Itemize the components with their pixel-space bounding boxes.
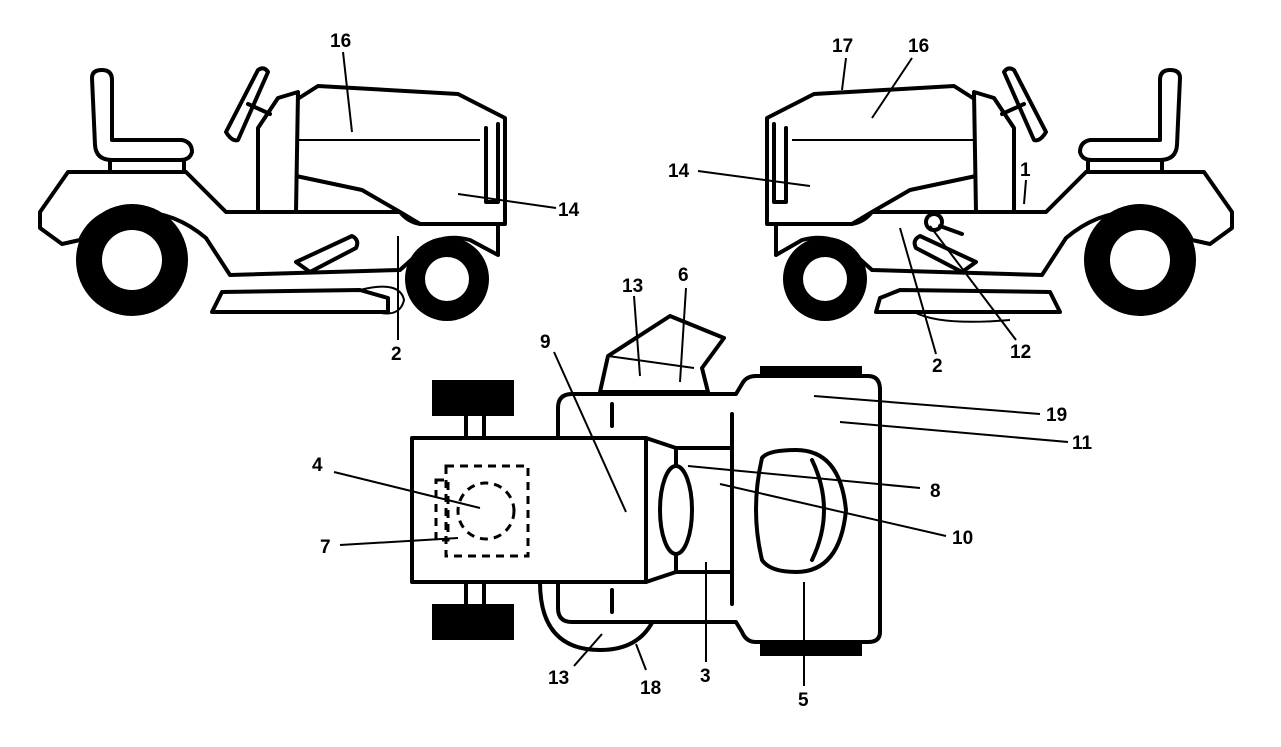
left-dash (256, 90, 300, 214)
right-mower-deck (874, 288, 1062, 314)
callout-top-5: 5 (798, 690, 809, 711)
callout-top-19: 19 (1046, 405, 1067, 426)
left-mower-deck (210, 288, 390, 314)
callout-left-14: 14 (558, 200, 580, 221)
right-pedal (912, 234, 978, 274)
left-rear-wheel (76, 204, 188, 316)
top-discharge-chute (598, 314, 726, 394)
right-hood (765, 84, 978, 226)
right-side-view (765, 66, 1234, 323)
top-fuel-cap-outline (456, 481, 516, 541)
callout-top-6: 6 (678, 265, 689, 286)
callout-top-9: 9 (540, 332, 551, 353)
callout-top-13-lower: 13 (548, 668, 569, 689)
callout-top-8: 8 (930, 481, 941, 502)
callout-right-2: 2 (932, 356, 943, 377)
callout-top-3: 3 (700, 666, 711, 687)
callout-top-10: 10 (952, 528, 973, 549)
callout-top-18: 18 (640, 678, 661, 699)
top-battery-outline (444, 464, 530, 558)
top-rear-tire-upper (432, 380, 514, 416)
callout-top-11: 11 (1072, 433, 1093, 454)
left-hood (294, 84, 507, 226)
top-view (410, 314, 882, 656)
callout-right-17: 17 (832, 36, 853, 57)
callout-right-14: 14 (668, 161, 690, 182)
left-seat (90, 68, 194, 174)
callout-top-4: 4 (312, 455, 323, 476)
callout-right-1: 1 (1020, 160, 1031, 181)
callout-labels: 16 14 2 17 16 14 1 12 2 13 6 9 4 7 19 11… (312, 31, 1093, 711)
right-rear-wheel (1084, 204, 1196, 316)
right-seat (1078, 68, 1182, 174)
callout-top-7: 7 (320, 537, 331, 558)
leader-lines (333, 51, 1069, 686)
callout-right-16: 16 (908, 36, 929, 57)
left-side-view (38, 66, 507, 321)
callout-right-12: 12 (1010, 342, 1031, 363)
right-front-wheel (783, 237, 867, 321)
left-pedal (294, 234, 360, 274)
top-rear-tire-lower (432, 604, 514, 640)
callout-left-16: 16 (330, 31, 351, 52)
top-engine-cover (754, 448, 848, 574)
top-steering-wheel (658, 464, 694, 556)
callout-top-13-upper: 13 (622, 276, 643, 297)
callout-left-2: 2 (391, 344, 402, 365)
right-dash (972, 90, 1016, 214)
left-front-wheel (405, 237, 489, 321)
